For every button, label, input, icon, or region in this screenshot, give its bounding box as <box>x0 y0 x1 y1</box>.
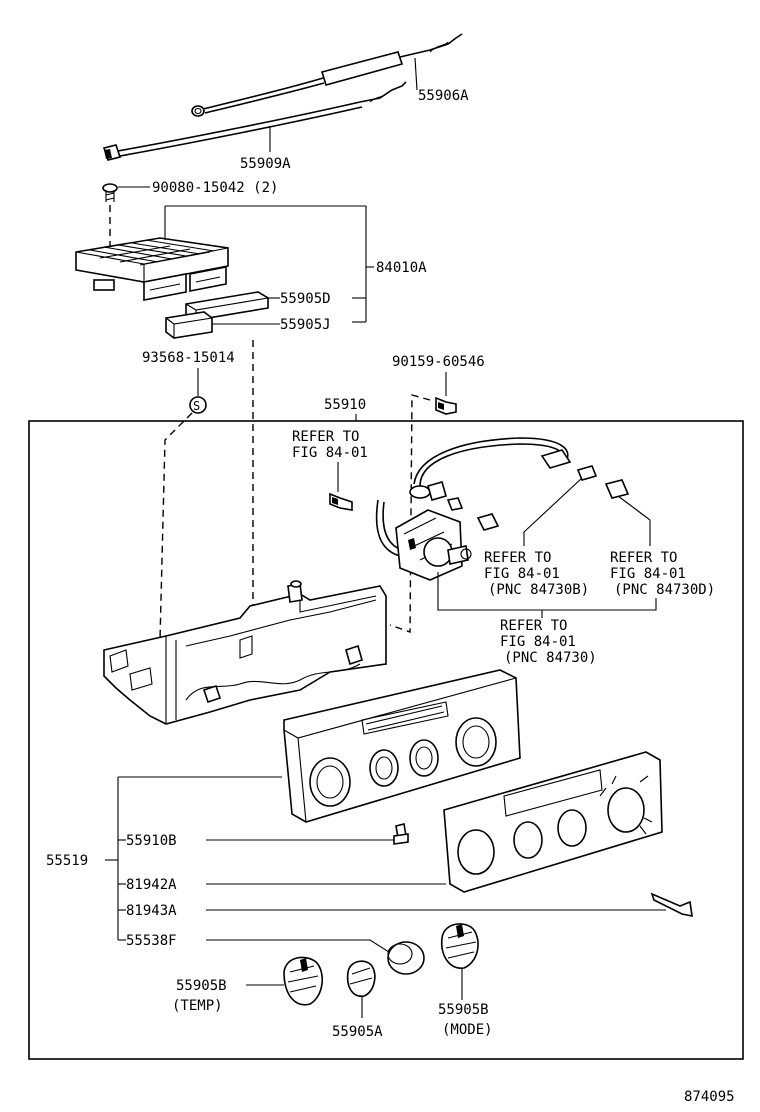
refer2-line1: REFER TO <box>484 550 551 566</box>
screw-refer1 <box>329 492 353 511</box>
control-housing-base <box>103 580 387 725</box>
knob-55905b-temp <box>283 956 323 1006</box>
cable-55906a <box>191 33 463 117</box>
leader-55906a <box>414 57 418 91</box>
refer1-line1: REFER TO <box>292 429 359 445</box>
refer4-line1: REFER TO <box>500 618 567 634</box>
label-90159-60546: 90159-60546 <box>392 354 485 370</box>
label-90080-15042: 90080-15042 (2) <box>152 180 278 196</box>
refer1-line2: FIG 84-01 <box>292 445 368 461</box>
label-55906a: 55906A <box>418 88 469 104</box>
refer3-line1: REFER TO <box>610 550 677 566</box>
motor-assembly <box>375 437 630 581</box>
face-panel-81942a <box>443 751 663 893</box>
bezel-panel-55519 <box>283 669 521 823</box>
label-81943a: 81943A <box>126 903 177 919</box>
refer4-line3: (PNC 84730) <box>504 650 597 666</box>
refer2-line2: FIG 84-01 <box>484 566 560 582</box>
diagram-id: 874095 <box>684 1089 735 1105</box>
bulb-55910b <box>393 823 409 845</box>
refer2-line3: (PNC 84730B) <box>488 582 589 598</box>
refer3-line2: FIG 84-01 <box>610 566 686 582</box>
label-55905a: 55905A <box>332 1024 383 1040</box>
label-55905b-mode: 55905B <box>438 1002 489 1018</box>
cable-55909a <box>102 81 407 161</box>
label-55910: 55910 <box>324 397 366 413</box>
leader-refer3-diag <box>617 495 651 521</box>
leader-refer2-diag <box>523 477 583 533</box>
label-55905j: 55905J <box>280 317 331 333</box>
assembly-frame-55910 <box>28 420 744 1060</box>
knob-55905a <box>346 960 376 997</box>
screw-90080-15042 <box>102 183 118 202</box>
label-55519: 55519 <box>46 853 88 869</box>
label-55909a: 55909A <box>240 156 291 172</box>
dashed-guide-90159 <box>389 394 431 633</box>
label-55910b: 55910B <box>126 833 177 849</box>
label-temp: (TEMP) <box>172 998 223 1014</box>
s-symbol: S <box>189 396 207 414</box>
refer3-line3: (PNC 84730D) <box>614 582 715 598</box>
label-55905d: 55905D <box>280 291 331 307</box>
label-55905b-temp: 55905B <box>176 978 227 994</box>
label-81942a: 81942A <box>126 877 177 893</box>
label-mode: (MODE) <box>442 1022 493 1038</box>
leader-55538f <box>206 939 393 955</box>
clip-81943a <box>650 892 693 918</box>
knob-55905b-mode <box>440 923 479 969</box>
bracket-refer4 <box>437 572 657 611</box>
dashed-guide-s <box>159 412 193 641</box>
svg-text:S: S <box>193 399 200 413</box>
label-84010a: 84010A <box>376 260 427 276</box>
knob-55905j <box>165 311 213 339</box>
refer4-line2: FIG 84-01 <box>500 634 576 650</box>
control-unit-84010a <box>75 237 229 301</box>
screw-90159-60546 <box>435 396 457 415</box>
label-93568-15014: 93568-15014 <box>142 350 235 366</box>
label-55538f: 55538F <box>126 933 177 949</box>
knob-55538f <box>387 941 425 975</box>
